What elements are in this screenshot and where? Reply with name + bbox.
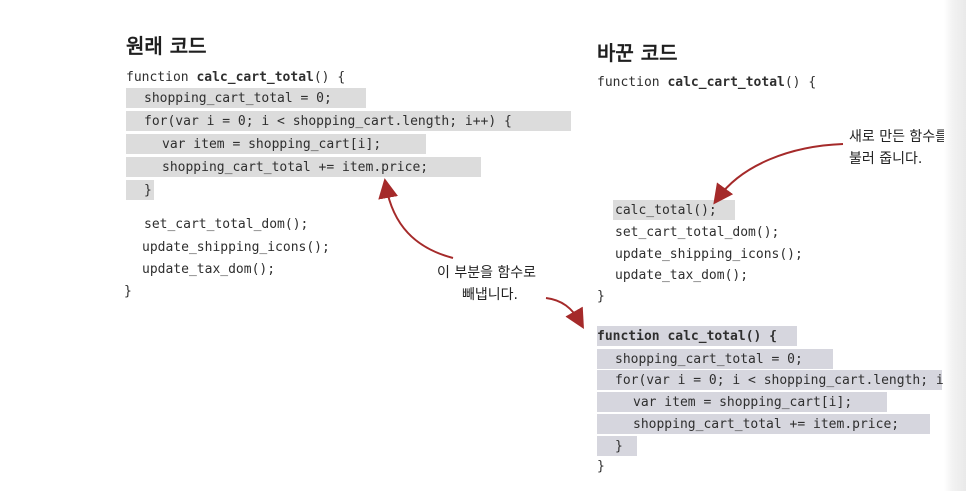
code-line: set_cart_total_dom();	[144, 217, 309, 232]
code-line: var item = shopping_cart[i];	[162, 137, 382, 152]
call-annotation-line2: 불러 줍니다.	[849, 151, 923, 167]
call-annotation-line1: 새로 만든 함수를	[849, 129, 949, 145]
original-code-heading: 원래 코드	[126, 34, 207, 58]
code-line: for(var i = 0; i < shopping_cart.length;…	[615, 373, 944, 388]
highlight-bar	[126, 180, 154, 200]
code-line: }	[597, 289, 605, 304]
highlight-bar	[597, 436, 637, 456]
code-keyword: function	[597, 75, 668, 90]
highlight-bar	[126, 88, 366, 108]
code-line: shopping_cart_total += item.price;	[162, 160, 429, 175]
code-line: for(var i = 0; i < shopping_cart.length;…	[144, 114, 512, 129]
extract-annotation-line2: 빼냅니다.	[462, 287, 518, 303]
code-function-name: calc_cart_total	[196, 70, 314, 85]
code-line: var item = shopping_cart[i];	[633, 395, 853, 410]
code-line-new-function: function calc_total() {	[597, 329, 778, 344]
code-function-name: calc_cart_total	[667, 75, 785, 90]
code-line-function-header: function calc_cart_total() {	[597, 71, 816, 94]
highlight-bar	[126, 111, 571, 131]
highlight-bar	[613, 200, 735, 220]
page-edge-shadow	[944, 0, 966, 491]
code-line: update_shipping_icons();	[142, 240, 330, 255]
extract-to-new-arrow	[545, 297, 584, 329]
code-line: update_tax_dom();	[615, 268, 749, 283]
highlight-bar	[597, 370, 942, 390]
highlight-bar	[126, 134, 426, 154]
code-line-function-header: function calc_cart_total() {	[126, 66, 345, 89]
code-line: update_tax_dom();	[142, 262, 276, 277]
highlight-bar	[126, 157, 481, 177]
extract-arrow	[378, 178, 454, 259]
code-line: update_shipping_icons();	[615, 247, 803, 262]
code-line: }	[124, 284, 132, 299]
code-line: }	[615, 439, 623, 454]
code-line: shopping_cart_total = 0;	[615, 352, 803, 367]
code-paren: () {	[313, 70, 346, 85]
highlight-bar	[597, 326, 797, 346]
code-line: shopping_cart_total += item.price;	[633, 417, 900, 432]
code-line: }	[597, 459, 605, 474]
changed-code-heading: 바꾼 코드	[597, 41, 678, 65]
code-keyword: function	[126, 70, 197, 85]
extract-annotation-line1: 이 부분을 함수로	[437, 265, 537, 281]
highlight-bar	[597, 349, 833, 369]
highlight-bar	[597, 392, 887, 412]
code-paren: () {	[784, 75, 817, 90]
code-line-call: calc_total();	[615, 203, 717, 218]
call-arrow	[713, 143, 844, 205]
code-line: shopping_cart_total = 0;	[144, 91, 332, 106]
code-line: set_cart_total_dom();	[615, 225, 780, 240]
code-line: }	[144, 183, 152, 198]
highlight-bar	[597, 414, 930, 434]
